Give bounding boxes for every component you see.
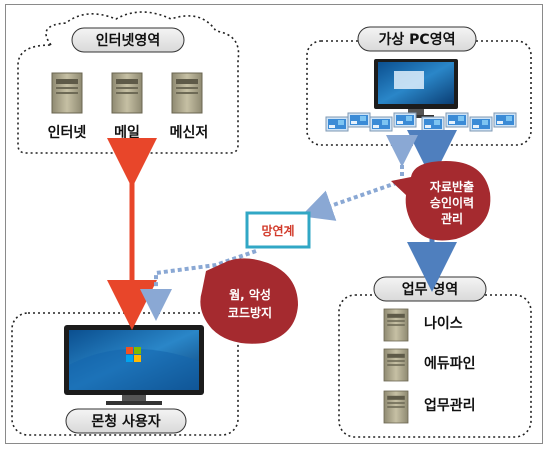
vdi-desktop-icon — [469, 116, 493, 132]
vdi-desktop-icon — [493, 112, 517, 128]
protection-callout-line2: 코드방지 — [228, 305, 272, 320]
vdi-desktop-icon — [445, 112, 469, 128]
vdi-desktop-icon — [421, 116, 445, 132]
protection-callout: 웜, 악성 코드방지 — [200, 258, 298, 344]
internet-zone-title: 인터넷영역 — [96, 32, 160, 49]
network-link-label: 망연계 — [261, 223, 294, 238]
business-zone-title: 업무 영역 — [402, 281, 458, 298]
messenger-item-label: 메신저 — [170, 125, 209, 141]
internet-zone: 인터넷영역 인터넷 메일 메신저 — [17, 11, 240, 154]
protection-callout-bubble — [200, 258, 298, 344]
internet-zone-title-box — [71, 27, 185, 53]
server-icon — [383, 348, 409, 382]
virtual-pc-zone-title: 가상 PC영역 — [379, 31, 456, 48]
user-zone-title: 몬청 사용자 — [91, 414, 160, 430]
user-zone-title-box — [65, 408, 187, 434]
diagram-frame: 인터넷영역 인터넷 메일 메신저 가상 PC영역 업 — [5, 4, 543, 444]
work-management-item-label: 업무관리 — [424, 397, 476, 414]
network-user-link — [140, 249, 257, 321]
network-link-box: 망연계 — [245, 211, 311, 249]
vdi-desktop-icon — [369, 116, 393, 132]
vdi-desktop-icon — [347, 112, 371, 128]
network-diagram: 인터넷영역 인터넷 메일 메신저 가상 PC영역 업 — [11, 11, 532, 438]
virtual-pc-zone-title-box — [357, 26, 477, 52]
business-zone: 업무 영역 나이스 에듀파인 업무관리 — [338, 276, 532, 438]
neis-item-label: 나이스 — [424, 315, 463, 332]
approval-callout: 자료반출 승인이력 관리 — [391, 161, 491, 241]
approval-callout-bubble — [391, 161, 491, 241]
internet-item-label: 인터넷 — [48, 124, 87, 141]
vdi-desktop-icon — [325, 116, 349, 132]
edufine-item-label: 에듀파인 — [424, 355, 476, 372]
virtual-pc-zone: 가상 PC영역 — [306, 26, 532, 146]
vdi-desktop-icon — [393, 112, 417, 128]
user-zone: 몬청 사용자 — [11, 312, 239, 436]
windows-logo-icon — [126, 347, 141, 362]
server-icon — [383, 390, 409, 424]
network-link-border — [245, 211, 311, 249]
server-icon — [383, 308, 409, 342]
approval-callout-line1: 자료반출 — [430, 179, 474, 194]
approval-callout-line2: 승인이력 — [430, 195, 474, 210]
server-icon — [171, 72, 203, 114]
approval-callout-line3: 관리 — [441, 211, 463, 226]
protection-callout-line1: 웜, 악성 — [229, 287, 271, 302]
server-icon — [111, 72, 143, 114]
monitor-icon — [64, 325, 204, 405]
mail-item-label: 메일 — [114, 125, 140, 141]
server-icon — [51, 72, 83, 114]
virtual-pc-network-link — [300, 135, 418, 221]
